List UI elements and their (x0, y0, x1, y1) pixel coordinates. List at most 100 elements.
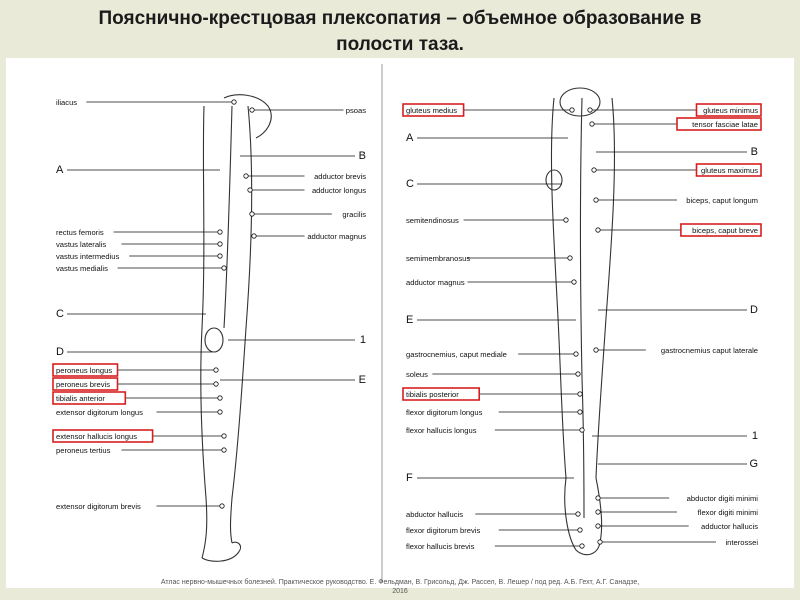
label-left-posterior-f: F (406, 472, 574, 484)
label-left-posterior-flexor-hallucis-brevis-nerve-dot (579, 543, 585, 549)
label-right-posterior-adductor-hallucis: adductor hallucis (595, 522, 758, 531)
label-left-anterior-vastus-lateralis-text: vastus lateralis (56, 240, 106, 249)
label-left-posterior-c-text: C (406, 178, 414, 190)
label-left-posterior-abductor-hallucis-text: abductor hallucis (406, 510, 463, 519)
label-right-posterior-biceps-caput-breve-highlight-box (680, 223, 762, 237)
label-left-anterior-peroneus-longus: peroneus longus (52, 363, 219, 377)
anterior-leg-outline (200, 94, 272, 562)
label-left-posterior-f-text: F (406, 472, 413, 484)
label-left-posterior-a: A (406, 132, 568, 144)
label-left-anterior-peroneus-tertius: peroneus tertius (56, 446, 227, 455)
label-right-posterior-gluteus-maximus-text: gluteus maximus (701, 166, 758, 175)
caption-line-2: 2016 (392, 588, 408, 595)
label-right-anterior-1: 1 (228, 334, 366, 346)
label-left-posterior-e-text: E (406, 314, 413, 326)
label-left-anterior-peroneus-brevis: peroneus brevis (52, 377, 219, 391)
label-right-anterior-adductor-longus-text: adductor longus (312, 186, 366, 195)
label-left-anterior-extensor-digitorum-brevis-nerve-dot (219, 503, 225, 509)
label-right-posterior-g-text: G (749, 458, 758, 470)
label-right-anterior-adductor-brevis-nerve-dot (243, 173, 249, 179)
label-left-anterior-iliacus-text: iliacus (56, 98, 77, 107)
label-right-posterior-gluteus-minimus-nerve-dot (587, 107, 593, 113)
label-right-anterior-b: B (240, 150, 366, 162)
label-right-posterior-gluteus-maximus-highlight-box (695, 163, 762, 177)
label-right-anterior-gracilis-text: gracilis (342, 210, 366, 219)
label-left-anterior-tibialis-anterior-nerve-dot (217, 395, 223, 401)
label-right-posterior-tensor-fasciae-latae: tensor fasciae latae (589, 117, 762, 131)
label-right-anterior-adductor-brevis-text: adductor brevis (314, 172, 366, 181)
label-left-posterior-gluteus-medius-text: gluteus medius (406, 106, 457, 115)
label-left-anterior-d-text: D (56, 346, 64, 358)
label-right-posterior-biceps-caput-breve-text: biceps, caput breve (692, 226, 758, 235)
label-right-posterior-tensor-fasciae-latae-highlight-box (676, 117, 762, 131)
label-left-posterior-tibialis-posterior-highlight-box (402, 387, 480, 401)
label-right-posterior-gastrocnemius-caput-laterale-text: gastrocnemius caput laterale (661, 346, 758, 355)
label-right-posterior-biceps-caput-longum-nerve-dot (593, 197, 599, 203)
posterior-leg-outline (545, 87, 616, 556)
label-right-posterior-abductor-digiti-minimi: abductor digiti minimi (595, 494, 759, 503)
label-left-posterior-gastrocnemius-caput-mediale: gastrocnemius, caput mediale (406, 350, 579, 359)
label-left-posterior-flexor-hallucis-longus-nerve-dot (579, 427, 585, 433)
label-right-posterior-flexor-digiti-minimi-text: flexor digiti minimi (698, 508, 759, 517)
label-right-anterior-psoas-nerve-dot (249, 107, 255, 113)
figure-caption: Атлас нервно-мышечных болезней. Практиче… (100, 578, 700, 596)
label-right-posterior-1: 1 (592, 430, 758, 442)
label-left-anterior-iliacus: iliacus (56, 98, 237, 107)
label-left-anterior-peroneus-tertius-text: peroneus tertius (56, 446, 111, 455)
label-left-posterior-flexor-digitorum-brevis-nerve-dot (577, 527, 583, 533)
label-right-posterior-tensor-fasciae-latae-nerve-dot (589, 121, 595, 127)
label-left-anterior-extensor-hallucis-longus-highlight-box (52, 429, 154, 443)
label-right-anterior-gracilis: gracilis (249, 210, 366, 219)
label-left-anterior-vastus-intermedius: vastus intermedius (56, 252, 223, 261)
label-left-posterior-semitendinosus: semitendinosus (406, 216, 569, 225)
title-line-2: полости таза. (336, 34, 464, 55)
label-right-posterior-gluteus-minimus: gluteus minimus (587, 103, 762, 117)
label-right-posterior-gluteus-minimus-highlight-box (695, 103, 762, 117)
label-left-posterior-gluteus-medius-nerve-dot (569, 107, 575, 113)
label-left-posterior-adductor-magnus-text: adductor magnus (406, 278, 465, 287)
label-left-anterior-iliacus-nerve-dot (231, 99, 237, 105)
label-left-anterior-extensor-digitorum-brevis: extensor digitorum brevis (56, 502, 225, 511)
label-right-posterior-gastrocnemius-caput-laterale-nerve-dot (593, 347, 599, 353)
label-right-posterior-abductor-digiti-minimi-nerve-dot (595, 495, 601, 501)
label-left-anterior-c: C (56, 308, 206, 320)
slide-title: Пояснично-крестцовая плексопатия – объем… (40, 6, 760, 58)
label-left-posterior-flexor-hallucis-longus-text: flexor hallucis longus (406, 426, 477, 435)
label-right-anterior-adductor-brevis: adductor brevis (243, 172, 366, 181)
label-right-anterior-b-text: B (359, 150, 366, 162)
title-line-1: Пояснично-крестцовая плексопатия – объем… (98, 8, 702, 29)
label-left-posterior-semimembranosus: semimembranosus (406, 254, 573, 263)
label-right-posterior-gluteus-minimus-text: gluteus minimus (703, 106, 758, 115)
label-right-posterior-abductor-digiti-minimi-text: abductor digiti minimi (687, 494, 759, 503)
label-left-anterior-peroneus-longus-nerve-dot (213, 367, 219, 373)
label-right-anterior-adductor-magnus-nerve-dot (251, 233, 257, 239)
label-left-posterior-soleus-text: soleus (406, 370, 428, 379)
label-right-anterior-psoas: psoas (249, 106, 366, 115)
label-left-anterior-peroneus-longus-text: peroneus longus (56, 366, 112, 375)
label-right-anterior-e-text: E (359, 374, 366, 386)
label-right-posterior-interossei: interossei (597, 538, 759, 547)
label-left-posterior-flexor-digitorum-longus-text: flexor digitorum longus (406, 408, 483, 417)
label-right-posterior-gastrocnemius-caput-laterale: gastrocnemius caput laterale (593, 346, 758, 355)
label-right-posterior-interossei-text: interossei (726, 538, 759, 547)
label-right-anterior-adductor-magnus: adductor magnus (251, 232, 366, 241)
label-right-posterior-interossei-nerve-dot (597, 539, 603, 545)
label-left-posterior-flexor-hallucis-brevis: flexor hallucis brevis (406, 542, 585, 551)
label-left-anterior-rectus-femoris: rectus femoris (56, 228, 223, 237)
label-left-anterior-vastus-medialis-text: vastus medialis (56, 264, 108, 273)
label-right-posterior-g: G (598, 458, 758, 470)
label-left-anterior-extensor-digitorum-longus-nerve-dot (217, 409, 223, 415)
label-left-anterior-vastus-intermedius-text: vastus intermedius (56, 252, 120, 261)
label-left-anterior-rectus-femoris-text: rectus femoris (56, 228, 104, 237)
label-left-posterior-e: E (406, 314, 576, 326)
label-left-anterior-peroneus-longus-highlight-box (52, 363, 119, 377)
label-right-anterior-gracilis-nerve-dot (249, 211, 255, 217)
label-left-posterior-semimembranosus-nerve-dot (567, 255, 573, 261)
label-left-posterior-flexor-digitorum-longus: flexor digitorum longus (406, 408, 583, 417)
label-left-anterior-extensor-hallucis-longus-nerve-dot (221, 433, 227, 439)
label-left-anterior-tibialis-anterior-text: tibialis anterior (56, 394, 105, 403)
label-right-anterior-adductor-longus: adductor longus (247, 186, 366, 195)
